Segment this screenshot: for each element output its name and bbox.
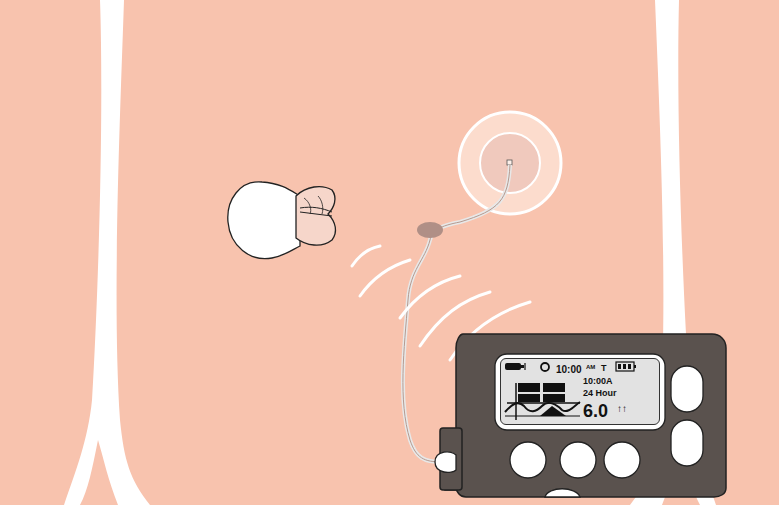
screen-reading: 6.0 xyxy=(583,402,608,420)
trend-graph xyxy=(505,383,580,420)
pump-screen: 10:00 AM T 10:00A 24 Hour 6.0 ↑↑ xyxy=(500,358,660,425)
screen-reading: 24 Hour xyxy=(583,389,617,398)
screen-reading: AM xyxy=(586,364,595,370)
screen-reading: ↑↑ xyxy=(617,404,627,414)
screen-reading: T xyxy=(601,364,607,373)
battery-bar xyxy=(618,364,621,369)
battery-bar xyxy=(623,364,626,369)
battery-bar xyxy=(628,364,631,369)
glucose-sensor xyxy=(228,182,336,259)
screen-reading: 10:00 xyxy=(556,365,582,375)
battery-icon xyxy=(616,362,634,371)
arm-gap-left xyxy=(64,0,150,505)
reservoir-icon xyxy=(505,363,521,370)
reservoir-tip xyxy=(521,365,524,368)
insulin-pump xyxy=(435,334,726,497)
screen-reading: 10:00A xyxy=(583,377,613,386)
reservoir-end xyxy=(524,363,525,370)
sensor-icon xyxy=(541,363,549,371)
infusion-site xyxy=(459,112,561,214)
battery-tip xyxy=(634,365,636,368)
